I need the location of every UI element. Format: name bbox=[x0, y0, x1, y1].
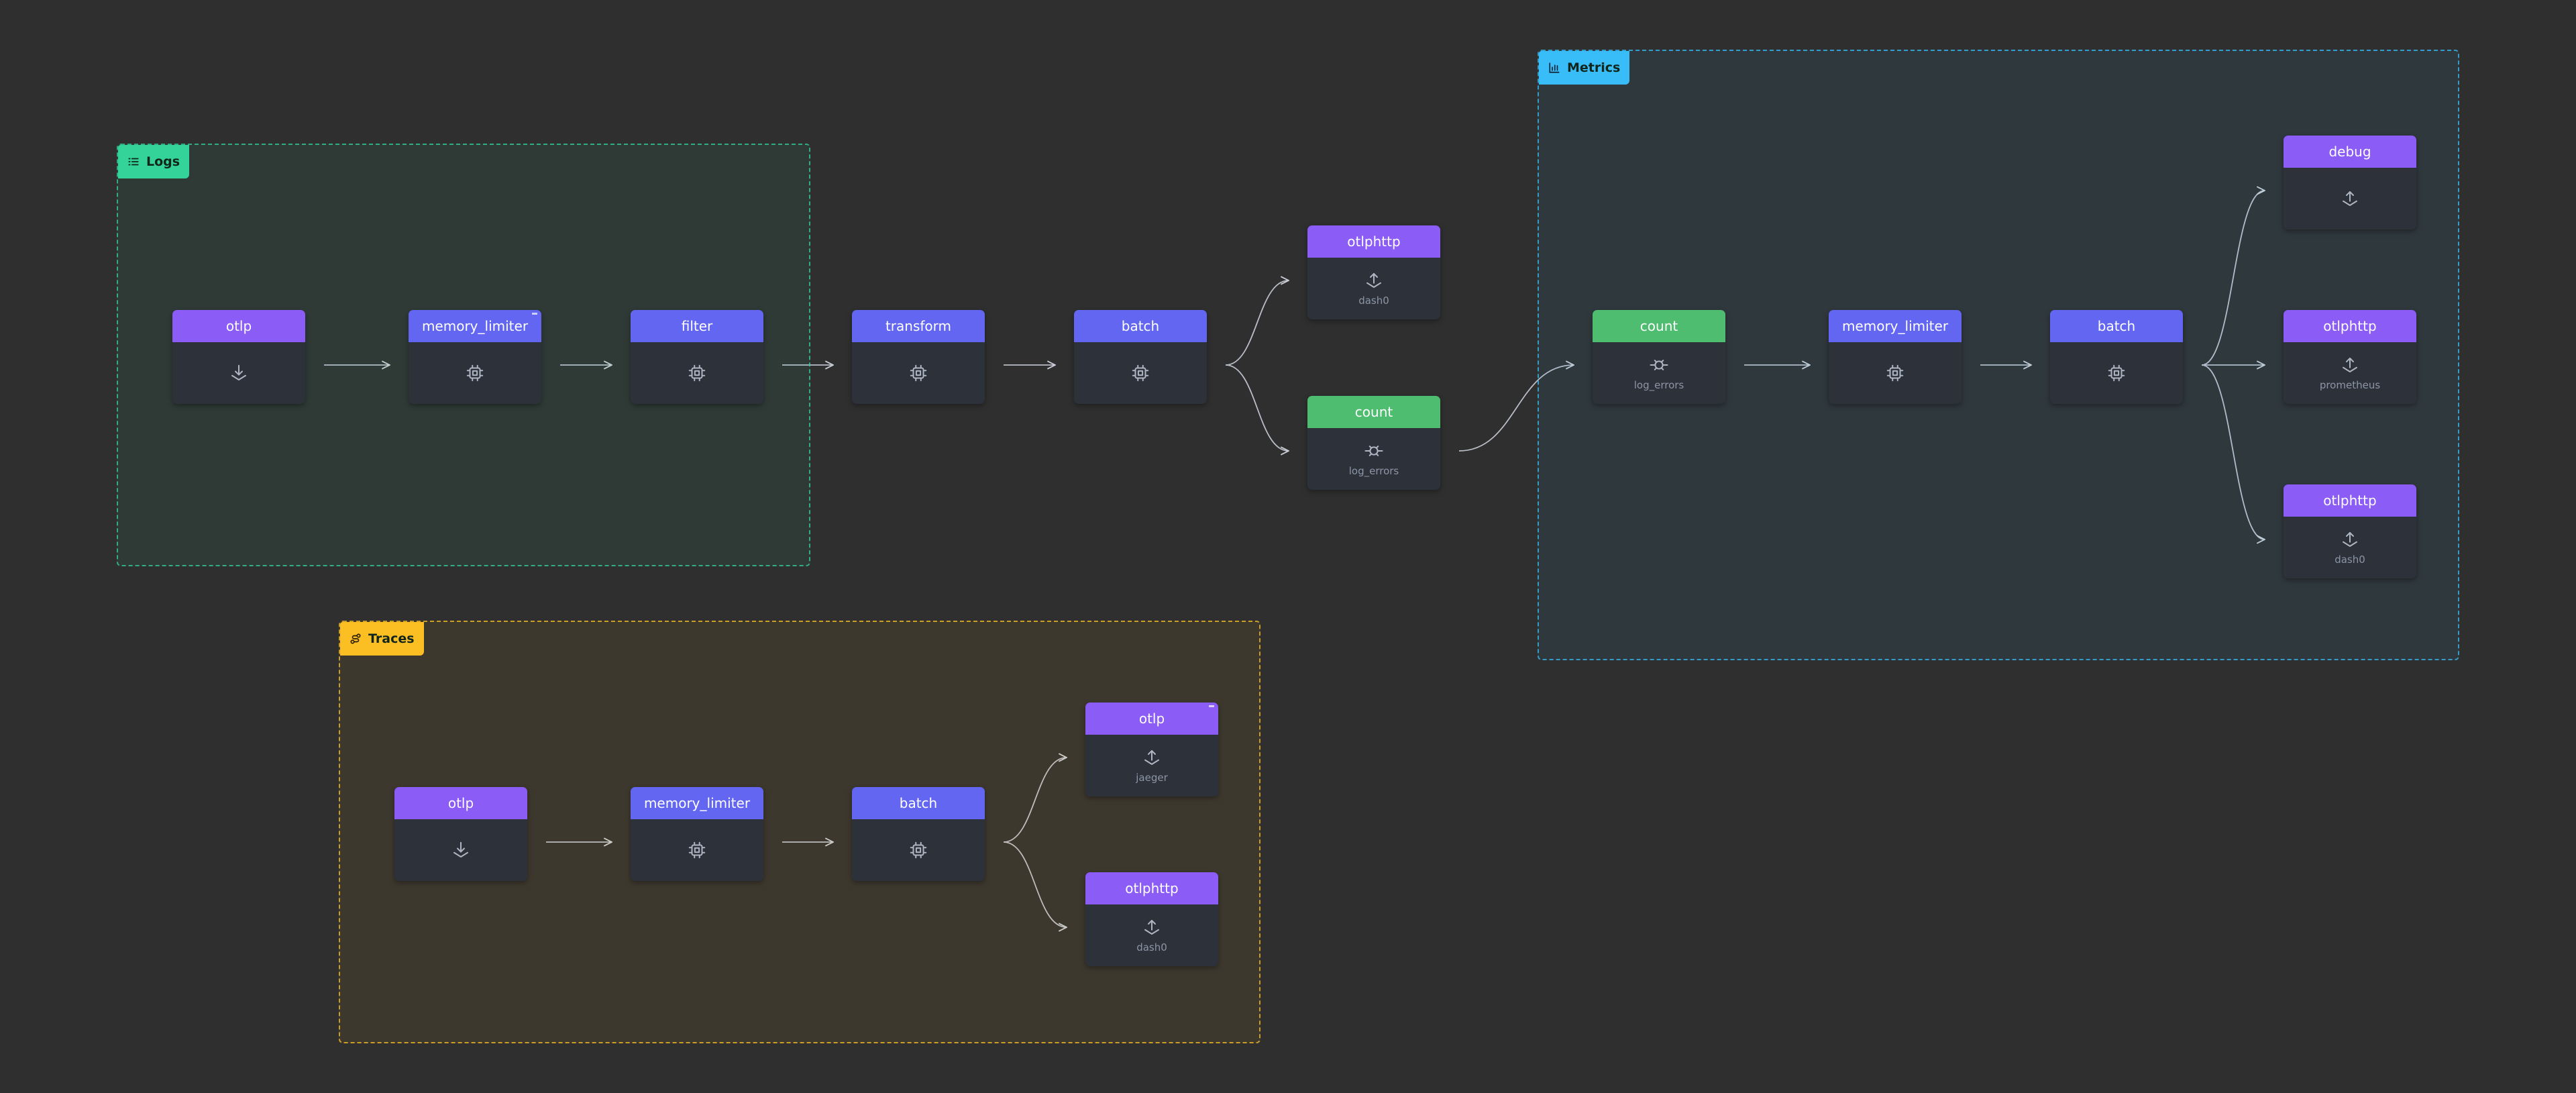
group-label: Traces bbox=[368, 631, 415, 646]
node-body bbox=[2284, 168, 2416, 229]
node-logs-memory-limiter[interactable]: memory_limiter bbox=[409, 310, 541, 404]
route-icon bbox=[350, 633, 362, 645]
group-label: Logs bbox=[146, 154, 180, 169]
node-title: batch bbox=[1074, 310, 1207, 342]
node-corner-marker bbox=[1209, 705, 1214, 707]
cpu-icon bbox=[1885, 363, 1905, 383]
node-title: otlphttp bbox=[1085, 872, 1218, 904]
cpu-icon bbox=[1130, 363, 1150, 383]
node-metrics-memory-limiter[interactable]: memory_limiter bbox=[1829, 310, 1962, 404]
node-logs-otlphttp[interactable]: otlphttp dash0 bbox=[1307, 225, 1440, 319]
node-title: memory_limiter bbox=[631, 787, 763, 819]
cpu-icon bbox=[908, 363, 928, 383]
node-logs-batch[interactable]: batch bbox=[1074, 310, 1207, 404]
edge-logs-count-to-metrics-count bbox=[1458, 365, 1574, 452]
node-metrics-count[interactable]: count log_errors bbox=[1593, 310, 1725, 404]
node-traces-otlp[interactable]: otlp bbox=[394, 787, 527, 881]
node-subtitle: log_errors bbox=[1348, 465, 1399, 477]
node-metrics-debug[interactable]: debug bbox=[2284, 136, 2416, 229]
node-body bbox=[852, 342, 985, 404]
node-title: count bbox=[1593, 310, 1725, 342]
node-subtitle: dash0 bbox=[1136, 941, 1167, 953]
edge-logs-batch-to-logs-count bbox=[1225, 364, 1289, 451]
node-traces-otlp-jaeger[interactable]: otlp jaeger bbox=[1085, 702, 1218, 796]
node-title: filter bbox=[631, 310, 763, 342]
node-body: log_errors bbox=[1307, 428, 1440, 490]
cpu-icon bbox=[908, 840, 928, 860]
cpu-icon bbox=[687, 363, 707, 383]
node-traces-memory-limiter[interactable]: memory_limiter bbox=[631, 787, 763, 881]
node-title: count bbox=[1307, 396, 1440, 428]
upload-icon bbox=[2340, 529, 2360, 550]
node-body bbox=[2050, 342, 2183, 404]
node-title: otlp bbox=[1085, 702, 1218, 735]
node-body: jaeger bbox=[1085, 735, 1218, 796]
edge-traces-batch-to-traces-otlphttp bbox=[1003, 841, 1067, 927]
node-title: otlp bbox=[172, 310, 305, 342]
node-title: debug bbox=[2284, 136, 2416, 168]
cpu-icon bbox=[687, 840, 707, 860]
node-body bbox=[852, 819, 985, 881]
node-logs-transform[interactable]: transform bbox=[852, 310, 985, 404]
node-title: batch bbox=[852, 787, 985, 819]
connector-icon bbox=[1364, 441, 1384, 461]
group-badge-metrics[interactable]: Metrics bbox=[1539, 51, 1630, 85]
node-title: batch bbox=[2050, 310, 2183, 342]
upload-icon bbox=[2340, 189, 2360, 209]
node-traces-batch[interactable]: batch bbox=[852, 787, 985, 881]
node-body bbox=[172, 342, 305, 404]
node-metrics-otlphttp-prom[interactable]: otlphttp prometheus bbox=[2284, 310, 2416, 404]
node-body: dash0 bbox=[1085, 904, 1218, 966]
node-body bbox=[409, 342, 541, 404]
edge-traces-batch-to-traces-otlp-jaeger bbox=[1003, 758, 1067, 843]
node-subtitle: jaeger bbox=[1136, 772, 1168, 784]
node-body: log_errors bbox=[1593, 342, 1725, 404]
node-title: memory_limiter bbox=[409, 310, 541, 342]
node-subtitle: prometheus bbox=[2319, 379, 2381, 391]
cpu-icon bbox=[465, 363, 485, 383]
node-title: memory_limiter bbox=[1829, 310, 1962, 342]
node-logs-count[interactable]: count log_errors bbox=[1307, 396, 1440, 490]
node-logs-otlp[interactable]: otlp bbox=[172, 310, 305, 404]
node-body bbox=[631, 819, 763, 881]
node-body bbox=[394, 819, 527, 881]
edge-logs-batch-to-logs-otlphttp bbox=[1225, 280, 1289, 366]
connector-icon bbox=[1649, 355, 1669, 375]
list-icon bbox=[127, 156, 140, 168]
group-label: Metrics bbox=[1567, 60, 1621, 75]
group-badge-traces[interactable]: Traces bbox=[340, 622, 424, 656]
node-body: prometheus bbox=[2284, 342, 2416, 404]
upload-icon bbox=[1364, 270, 1384, 291]
upload-icon bbox=[1142, 917, 1162, 937]
node-subtitle: log_errors bbox=[1633, 379, 1684, 391]
node-body: dash0 bbox=[2284, 517, 2416, 578]
node-metrics-otlphttp-dash0[interactable]: otlphttp dash0 bbox=[2284, 484, 2416, 578]
upload-icon bbox=[1142, 747, 1162, 768]
node-body bbox=[1074, 342, 1207, 404]
cpu-icon bbox=[2106, 363, 2127, 383]
edge-metrics-batch-to-metrics-otlphttp-dash0 bbox=[2201, 364, 2265, 539]
node-corner-marker bbox=[532, 313, 537, 315]
node-traces-otlphttp[interactable]: otlphttp dash0 bbox=[1085, 872, 1218, 966]
node-title: otlphttp bbox=[2284, 310, 2416, 342]
node-metrics-batch[interactable]: batch bbox=[2050, 310, 2183, 404]
upload-icon bbox=[2340, 355, 2360, 375]
download-icon bbox=[229, 363, 249, 383]
node-body bbox=[1829, 342, 1962, 404]
node-title: otlphttp bbox=[2284, 484, 2416, 517]
node-subtitle: dash0 bbox=[2334, 554, 2365, 566]
download-icon bbox=[451, 840, 471, 860]
node-logs-filter[interactable]: filter bbox=[631, 310, 763, 404]
node-body bbox=[631, 342, 763, 404]
edge-metrics-batch-to-metrics-debug bbox=[2201, 191, 2265, 366]
node-title: transform bbox=[852, 310, 985, 342]
node-title: otlp bbox=[394, 787, 527, 819]
node-body: dash0 bbox=[1307, 258, 1440, 319]
group-badge-logs[interactable]: Logs bbox=[118, 145, 190, 178]
node-subtitle: dash0 bbox=[1358, 295, 1389, 307]
bar-chart-icon bbox=[1548, 62, 1560, 74]
node-title: otlphttp bbox=[1307, 225, 1440, 258]
